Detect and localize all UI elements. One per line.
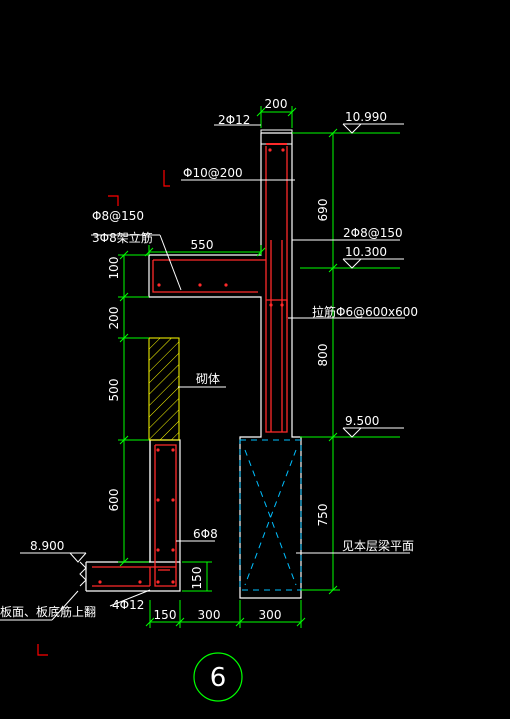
dim-right-800: 800: [316, 344, 330, 367]
dim-left-100: 100: [107, 257, 121, 280]
rebar-dots: [98, 148, 285, 584]
label-slab-note: 板面、板底筋上翻: [0, 604, 96, 619]
section-marks: [37, 170, 170, 656]
label-see-beam-plan: 见本层梁平面: [342, 538, 414, 553]
dim-right-690: 690: [316, 199, 330, 222]
dim-right-750: 750: [316, 504, 330, 527]
label-mid-bars: 2Φ8@150: [343, 226, 403, 240]
label-bottom-long-bars: 4Φ12: [112, 598, 144, 612]
label-top-bars: 2Φ12: [218, 113, 250, 127]
label-bottom-bars-vertical: 6Φ8: [193, 527, 218, 541]
elevation-4: 8.900: [30, 539, 64, 553]
label-ledge-stirrup: Φ8@150: [92, 209, 144, 223]
rebar-cage: [92, 146, 288, 587]
top-cap: [260, 129, 293, 145]
label-masonry: 砌体: [196, 372, 220, 386]
detail-number-badge: 6: [193, 652, 243, 702]
label-stirrup-main: Φ10@200: [183, 166, 243, 180]
elevation-3: 9.500: [345, 414, 379, 428]
masonry-hatch: [148, 337, 180, 441]
label-ledge-long-bars: 3Φ8架立筋: [92, 230, 153, 245]
elevation-1: 10.990: [345, 110, 387, 124]
break-symbol: [79, 561, 87, 587]
elevation-markers: [20, 123, 404, 563]
leader-lines: [0, 124, 410, 621]
beam-dashed-outline: [239, 439, 302, 591]
dim-bottom-150: 150: [154, 608, 177, 622]
dim-left-200: 200: [107, 307, 121, 330]
dimension-lines: [118, 106, 400, 628]
detail-number: 6: [210, 663, 227, 693]
elevation-2: 10.300: [345, 245, 387, 259]
dim-left-600: 600: [107, 489, 121, 512]
dim-bottom-150-vertical: 150: [190, 567, 204, 590]
dim-bottom-300a: 300: [198, 608, 221, 622]
dim-top-width: 200: [265, 97, 288, 111]
dim-bottom-300b: 300: [259, 608, 282, 622]
dim-left-500: 500: [107, 379, 121, 402]
dim-ledge-length: 550: [191, 238, 214, 252]
label-tie-bars: 拉筋Φ6@600x600: [312, 304, 418, 319]
